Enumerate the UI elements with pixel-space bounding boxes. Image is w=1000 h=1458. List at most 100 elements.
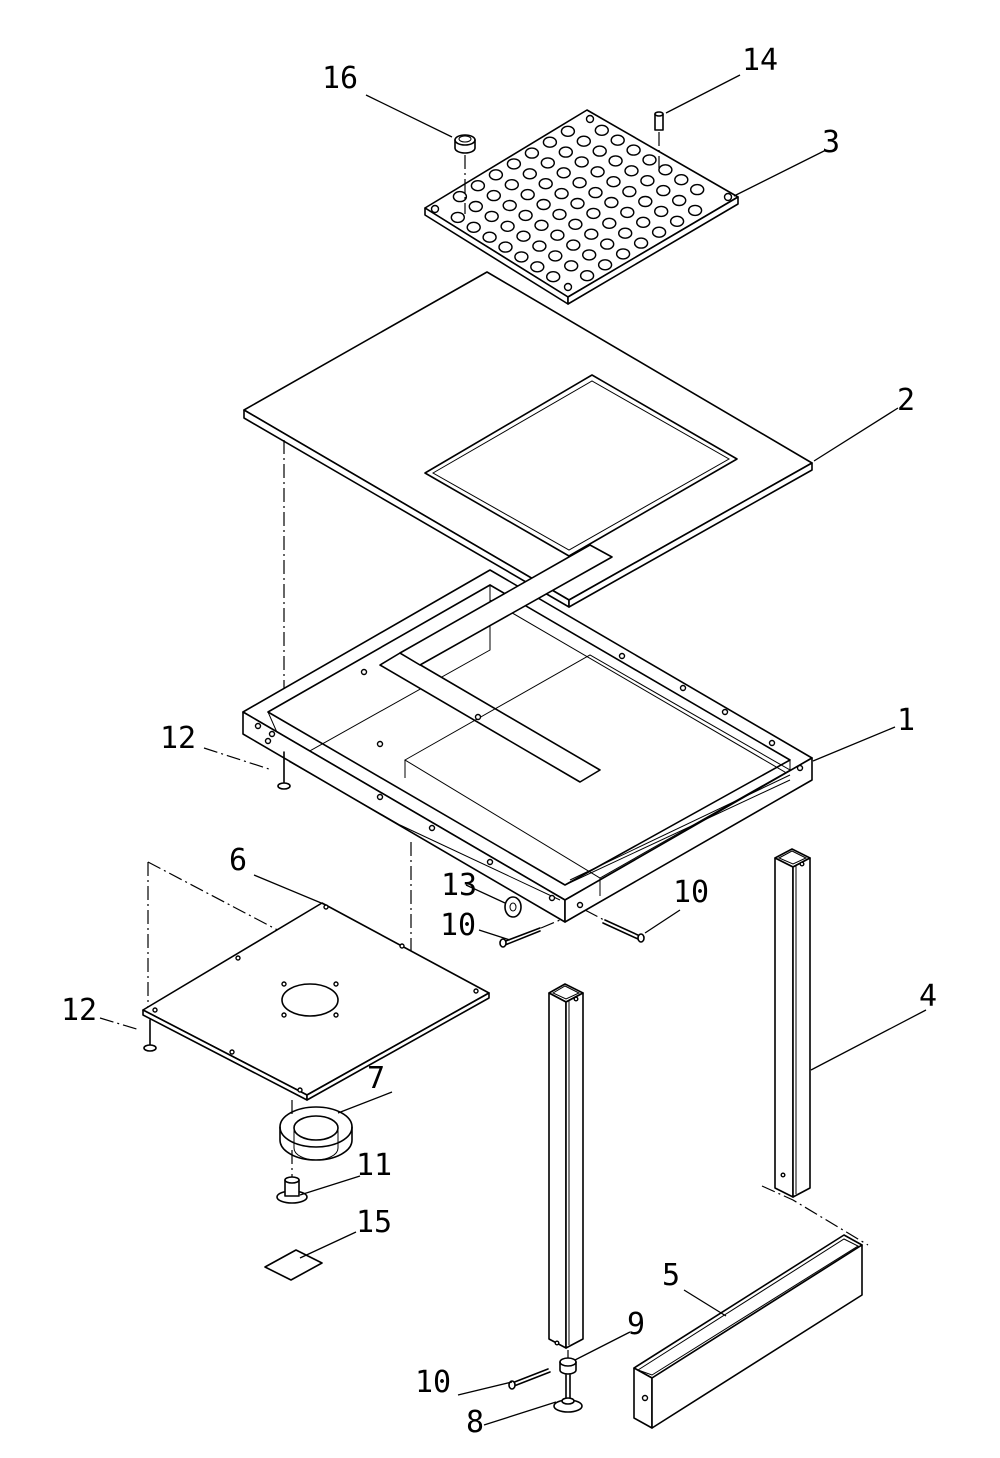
plate-hole xyxy=(550,229,565,241)
plate-hole xyxy=(522,168,537,180)
plate-hole xyxy=(597,259,613,271)
plate-hole xyxy=(560,125,576,138)
plate-hole xyxy=(558,146,573,158)
nut-icon xyxy=(559,1357,577,1375)
plate-hole xyxy=(564,260,579,272)
plate-hole xyxy=(576,135,591,147)
plate-hole xyxy=(516,230,531,242)
plate-hole xyxy=(592,145,607,157)
table-top-icon xyxy=(243,271,813,608)
perforated-plate-icon xyxy=(424,109,739,305)
callout-11: 11 xyxy=(356,1148,392,1183)
plate-hole xyxy=(570,197,585,210)
pin-icon xyxy=(654,111,664,131)
bolt-icon xyxy=(602,919,645,943)
plate-hole xyxy=(624,165,639,177)
bolt-icon xyxy=(508,1368,551,1390)
plate-hole xyxy=(674,173,689,186)
plate-hole xyxy=(687,204,703,217)
knob-icon xyxy=(454,134,476,154)
plate-hole xyxy=(600,238,615,250)
screw-icon xyxy=(143,1019,157,1052)
callout-12-lower: 12 xyxy=(61,993,97,1028)
bolt-icon xyxy=(499,927,541,948)
callout-3: 3 xyxy=(822,125,840,160)
callout-2: 2 xyxy=(897,383,915,418)
plate-hole xyxy=(574,156,589,168)
callout-8: 8 xyxy=(466,1405,484,1440)
plate-hole xyxy=(604,196,619,209)
plate-hole xyxy=(654,205,669,218)
plate-hole xyxy=(582,249,597,261)
plate-hole xyxy=(656,184,671,197)
plate-hole xyxy=(602,217,617,230)
plate-hole xyxy=(466,221,481,234)
plate-hole xyxy=(620,206,635,219)
plate-hole xyxy=(554,187,569,200)
plate-hole xyxy=(542,136,558,148)
plate-hole xyxy=(658,164,673,176)
plate-hole xyxy=(651,226,667,238)
plate-hole xyxy=(594,124,609,137)
label-icon xyxy=(264,1249,323,1281)
plate-hole xyxy=(579,270,595,282)
callout-16: 16 xyxy=(322,61,358,96)
plate-hole xyxy=(672,194,687,207)
plate-hole xyxy=(486,189,501,202)
plate-hole xyxy=(538,177,553,190)
plate-hole xyxy=(640,174,655,187)
plate-hole xyxy=(556,167,571,179)
plate-hole xyxy=(626,144,641,156)
plate-hole xyxy=(524,147,540,159)
plate-hole xyxy=(532,240,547,252)
plate-hole xyxy=(514,251,529,263)
base-plate-icon xyxy=(142,902,490,1101)
frame-assembly-icon xyxy=(242,544,813,923)
callout-7: 7 xyxy=(367,1061,385,1096)
plate-hole xyxy=(518,209,533,222)
plate-hole xyxy=(586,207,601,220)
crossbar-icon xyxy=(633,1234,863,1429)
plate-hole xyxy=(572,176,587,189)
leveling-foot-icon xyxy=(553,1374,583,1413)
plate-hole xyxy=(468,200,483,213)
callout-13: 13 xyxy=(441,868,477,903)
callout-14: 14 xyxy=(742,43,778,78)
plate-hole xyxy=(546,271,561,283)
plate-hole xyxy=(669,215,685,228)
plate-hole xyxy=(608,155,623,167)
plate-hole xyxy=(452,190,468,203)
plate-hole xyxy=(633,237,649,249)
plate-hole xyxy=(566,239,581,251)
plate-hole xyxy=(506,158,522,170)
plate-hole xyxy=(534,219,549,232)
plate-hole xyxy=(622,185,637,198)
plate-hole xyxy=(450,211,465,224)
plate-hole xyxy=(636,216,651,229)
plate-hole xyxy=(500,220,515,233)
plate-hole xyxy=(482,231,497,243)
plate-hole xyxy=(520,188,535,201)
plate-hole xyxy=(584,228,599,240)
plate-hole xyxy=(590,166,605,178)
plate-hole xyxy=(568,218,583,231)
plate-hole xyxy=(588,186,603,199)
leg-icon xyxy=(774,848,811,1198)
callout-1: 1 xyxy=(897,703,915,738)
plate-hole xyxy=(536,198,551,211)
plate-hole xyxy=(606,175,621,188)
callout-9: 9 xyxy=(627,1307,645,1342)
plate-hole xyxy=(498,241,513,253)
callout-4: 4 xyxy=(919,979,937,1014)
plate-hole xyxy=(530,261,545,273)
callout-10-left: 10 xyxy=(440,908,476,943)
plate-hole xyxy=(470,179,486,192)
washer-icon xyxy=(504,896,522,918)
flange-icon xyxy=(279,1106,353,1161)
plate-hole xyxy=(642,154,657,166)
plate-hole xyxy=(615,248,631,260)
plate-hole xyxy=(504,178,519,191)
plate-hole xyxy=(488,169,504,181)
callout-5: 5 xyxy=(662,1258,680,1293)
